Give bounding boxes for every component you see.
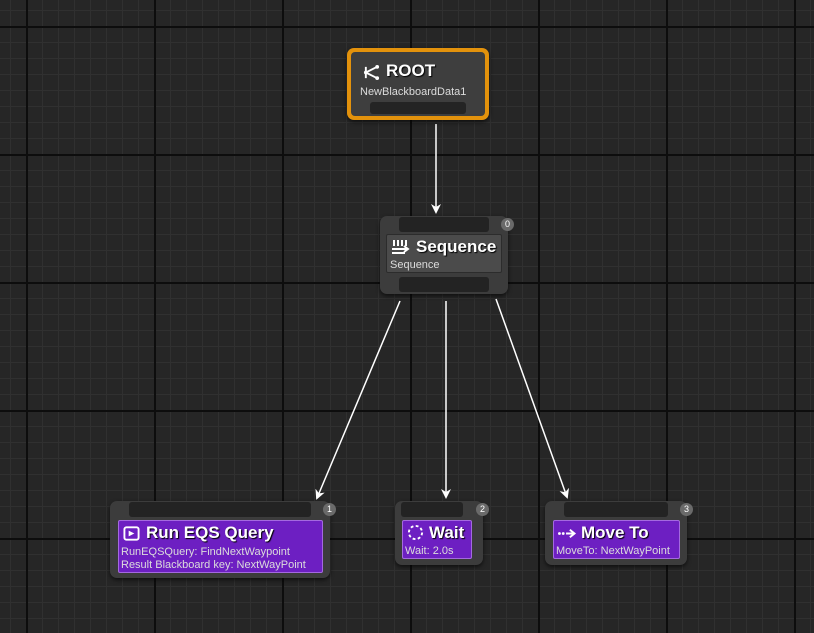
sequence-input-pin[interactable] (399, 217, 489, 232)
root-output-pin[interactable] (370, 102, 466, 114)
execution-order-badge: 0 (501, 218, 514, 231)
wait-body: Wait Wait: 2.0s (402, 520, 472, 559)
run-eqs-query-line: RunEQSQuery: FindNextWaypoint (121, 546, 290, 558)
wire-sequence-to-run-eqs (315, 300, 401, 500)
sequence-icon (392, 240, 410, 254)
move-to-title: Move To (581, 523, 649, 542)
run-eqs-result-key-line: Result Blackboard key: NextWayPoint (121, 559, 306, 571)
sequence-output-pin[interactable] (399, 277, 489, 292)
root-node[interactable]: ROOT NewBlackboardData1 (347, 48, 489, 120)
execution-order-badge: 2 (476, 503, 489, 516)
sequence-node[interactable]: Sequence Sequence 0 (380, 216, 514, 294)
move-to-input-pin[interactable] (564, 502, 668, 517)
move-to-node[interactable]: Move To MoveTo: NextWayPoint 3 (545, 501, 693, 565)
sequence-title: Sequence (416, 237, 497, 256)
wait-title: Wait (429, 523, 465, 542)
eqs-query-icon (123, 526, 140, 541)
run-eqs-input-pin[interactable] (129, 502, 311, 517)
wait-icon (407, 524, 424, 541)
wire-sequence-to-move-to (495, 298, 570, 499)
move-to-icon (558, 528, 577, 539)
move-to-target-line: MoveTo: NextWayPoint (556, 545, 670, 557)
execution-order-badge: 1 (323, 503, 336, 516)
wait-duration-line: Wait: 2.0s (405, 545, 454, 557)
run-eqs-title: Run EQS Query (146, 523, 274, 542)
move-to-body: Move To MoveTo: NextWayPoint (553, 520, 680, 559)
run-eqs-body: Run EQS Query RunEQSQuery: FindNextWaypo… (118, 520, 323, 573)
sequence-subtitle: Sequence (390, 259, 440, 271)
wait-node[interactable]: Wait Wait: 2.0s 2 (395, 501, 489, 565)
execution-order-badge: 3 (680, 503, 693, 516)
root-title: ROOT (386, 61, 436, 80)
wait-input-pin[interactable] (401, 502, 463, 517)
sequence-body: Sequence Sequence (386, 234, 502, 273)
run-eqs-query-node[interactable]: Run EQS Query RunEQSQuery: FindNextWaypo… (110, 501, 336, 578)
root-branch-icon (363, 64, 380, 81)
root-subtitle: NewBlackboardData1 (360, 86, 467, 98)
